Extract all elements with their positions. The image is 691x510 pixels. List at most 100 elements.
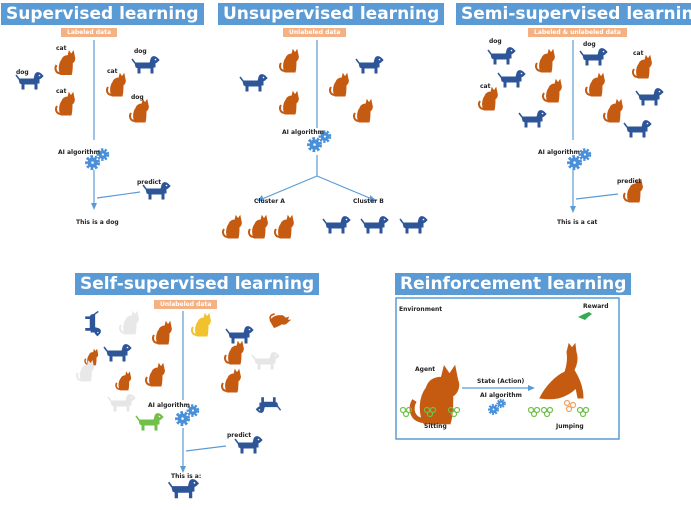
dog-icon — [234, 435, 263, 454]
cat-icon — [119, 311, 140, 335]
semi-label-cat: cat — [633, 50, 644, 57]
supervised-label-cat: cat — [56, 88, 67, 95]
cat-icon — [632, 55, 653, 79]
cat-icon — [274, 215, 295, 239]
dog-icon — [85, 310, 102, 337]
supervised-result: This is a dog — [76, 219, 119, 226]
supervised-title: Supervised learning — [1, 3, 204, 25]
supervised-label-dog: dog — [16, 69, 29, 76]
semi-label-dog: dog — [583, 41, 596, 48]
cat-icon — [279, 91, 300, 115]
self-green-dog — [135, 412, 164, 431]
semi-algorithm-label: AI algorithm — [538, 149, 580, 156]
dog-icon — [225, 325, 254, 344]
dog-icon — [135, 412, 164, 431]
unsupervised-algorithm-label: AI algorithm — [282, 129, 324, 136]
semi-predict-label: predict — [617, 178, 642, 185]
agent-label: Agent — [415, 366, 436, 373]
unsupervised-data-chip: Unlabeled data — [283, 28, 347, 37]
cat-icon — [55, 92, 76, 116]
cat-icon — [115, 371, 132, 391]
cat-icon — [603, 99, 624, 123]
displaced-markers — [563, 399, 577, 413]
sitting-label: Sitting — [424, 423, 447, 430]
rl-algorithm-label: AI algorithm — [480, 392, 522, 399]
cat-icon — [535, 49, 556, 73]
semi-data-chip: Labeled & unlabeled data — [528, 28, 627, 37]
cat-icon — [542, 79, 563, 103]
dog-icon — [518, 109, 547, 128]
cat-icon — [222, 215, 243, 239]
supervised-dogs — [15, 55, 171, 200]
self-title: Self-supervised learning — [75, 273, 320, 295]
cat-icon — [353, 99, 374, 123]
jumping-label: Jumping — [556, 423, 584, 430]
dog-icon — [131, 55, 160, 74]
dog-icon — [579, 47, 608, 66]
supervised-label-cat: cat — [56, 45, 67, 52]
semi-flow-lines — [570, 40, 619, 213]
agent-jumping-cat-icon — [539, 342, 584, 400]
cat-icon — [224, 341, 245, 365]
state-action-arrow — [462, 385, 535, 391]
semi-title: Semi-supervised learning — [456, 3, 691, 25]
cat-icon — [54, 50, 76, 76]
dog-icon — [103, 343, 132, 362]
reinforcement-title: Reinforcement learning — [395, 273, 632, 295]
reward-icon — [578, 312, 592, 320]
cat-icon — [478, 87, 499, 111]
dog-icon — [255, 397, 282, 414]
dog-icon — [355, 55, 384, 74]
cat-icon — [152, 321, 173, 345]
unsupervised-cats — [222, 49, 374, 239]
dog-icon — [239, 73, 268, 92]
self-algorithm-label: AI algorithm — [148, 402, 190, 409]
supervised-label-cat: dog — [131, 94, 144, 101]
dog-icon — [497, 69, 526, 88]
semi-result: This is a cat — [557, 219, 598, 226]
ground-markers — [399, 406, 590, 418]
cat-icon — [106, 73, 127, 97]
supervised-algorithm-label: AI algorithm — [58, 149, 100, 156]
semi-label-cat: cat — [480, 83, 491, 90]
self-predict-label: predict — [227, 432, 252, 439]
cat-icon — [145, 363, 166, 387]
unsupervised-dogs — [239, 55, 428, 234]
cat-icon — [191, 313, 212, 337]
dog-icon — [635, 87, 664, 106]
cat-icon — [129, 99, 150, 123]
cat-icon — [279, 49, 300, 73]
supervised-label-cat: cat — [107, 68, 118, 75]
self-result: This is a: — [171, 473, 202, 480]
supervised-label-dog: dog — [134, 48, 147, 55]
unsupervised-flow-lines — [257, 40, 377, 201]
cat-icon — [221, 369, 242, 393]
environment-label: Environment — [399, 306, 443, 313]
cluster-a-label: Cluster A — [254, 198, 285, 205]
cat-icon — [329, 73, 350, 97]
state-action-label: State (Action) — [477, 378, 525, 385]
cat-icon — [76, 360, 95, 382]
cat-icon — [585, 73, 606, 97]
reward-label: Reward — [583, 303, 609, 310]
self-cats — [84, 321, 245, 393]
semi-dogs — [487, 46, 664, 138]
supervised-predict-label: predict — [137, 179, 162, 186]
self-white-dogs — [107, 351, 280, 412]
self-yellow-cat — [191, 313, 212, 337]
dog-icon — [399, 215, 428, 234]
cluster-b-label: Cluster B — [353, 198, 384, 205]
dog-icon — [107, 393, 136, 412]
dog-icon — [251, 351, 280, 370]
cat-icon — [267, 307, 292, 331]
self-data-chip: Unlabeled data — [154, 300, 218, 309]
semi-label-dog: dog — [489, 38, 502, 45]
dog-icon — [487, 46, 516, 65]
unsupervised-title: Unsupervised learning — [218, 3, 445, 25]
dog-icon — [623, 119, 652, 138]
self-rotated-cat — [267, 307, 292, 331]
supervised-flow-lines — [91, 40, 141, 210]
dog-icon — [167, 478, 200, 499]
supervised-data-chip: Labeled data — [61, 28, 118, 37]
